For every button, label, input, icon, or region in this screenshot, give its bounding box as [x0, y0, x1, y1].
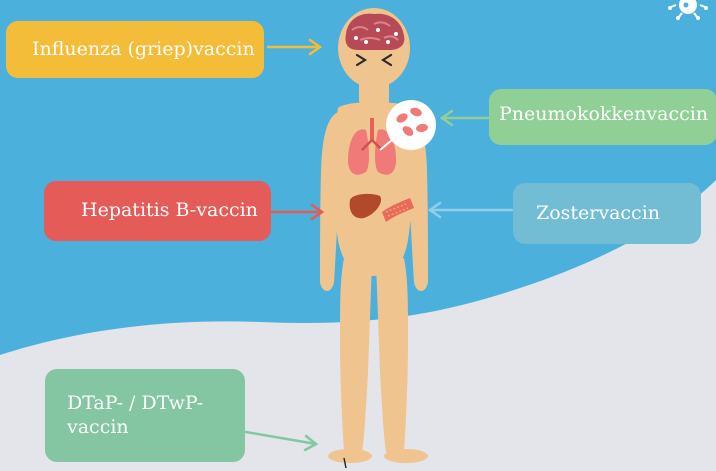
influenza-vaccine-text: Influenza (griep)vaccin [32, 38, 255, 62]
dtap-vaccine-text: DTaP- / DTwP-vaccin [67, 392, 235, 440]
hepatitis-b-vaccine-text: Hepatitis B-vaccin [81, 199, 258, 223]
hepatitis-b-vaccine-label: Hepatitis B-vaccin [44, 181, 271, 241]
zoster-vaccine-label: Zostervaccin [513, 183, 701, 244]
pneumococcal-vaccine-label: Pneumokokkenvaccin [489, 89, 716, 145]
zoster-vaccine-text: Zostervaccin [536, 202, 660, 226]
dtap-vaccine-label: DTaP- / DTwP-vaccin [45, 369, 245, 462]
influenza-vaccine-label: Influenza (griep)vaccin [6, 21, 264, 78]
pneumococcal-vaccine-text: Pneumokokkenvaccin [499, 103, 708, 127]
